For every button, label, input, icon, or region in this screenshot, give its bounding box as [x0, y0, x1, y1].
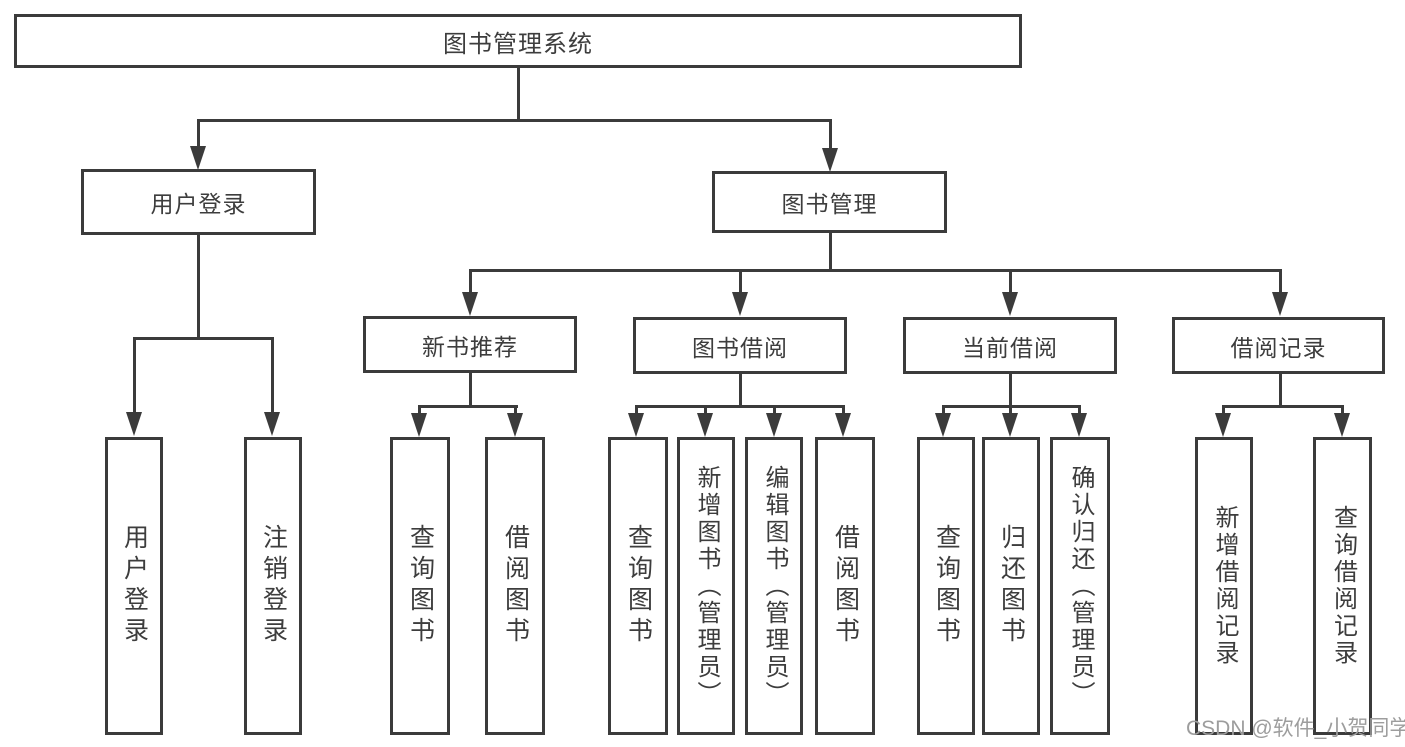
- leaf-label: 注销登录: [259, 524, 288, 648]
- connector-line: [773, 405, 776, 414]
- arrow-down: [935, 413, 951, 437]
- arrow-down: [1334, 413, 1350, 437]
- leaf-logout: 注销登录: [244, 437, 302, 735]
- connector-line: [469, 269, 1282, 272]
- leaf-label: 编辑图书（管理员）: [761, 464, 788, 708]
- connector-line: [133, 337, 274, 340]
- arrow-down: [697, 413, 713, 437]
- arrow-down: [1215, 413, 1231, 437]
- arrow-down: [766, 413, 782, 437]
- leaf-add-books-admin: 新增图书（管理员）: [677, 437, 735, 735]
- node-current-borrowing: 当前借阅: [903, 317, 1117, 374]
- node-label: 新书推荐: [422, 333, 518, 360]
- leaf-label: 归还图书: [997, 524, 1026, 648]
- connector-line: [635, 405, 638, 414]
- connector-line: [469, 373, 472, 407]
- arrow-down: [835, 413, 851, 437]
- leaf-query-books-recommend: 查询图书: [390, 437, 450, 735]
- connector-line: [1279, 269, 1282, 293]
- arrow-down: [1002, 413, 1018, 437]
- connector-line: [418, 405, 421, 414]
- connector-line: [704, 405, 707, 414]
- connector-line: [1078, 405, 1081, 414]
- connector-line: [635, 405, 845, 408]
- arrow-down: [462, 292, 478, 316]
- connector-line: [1341, 405, 1344, 414]
- arrow-down: [190, 146, 206, 170]
- arrow-down: [1071, 413, 1087, 437]
- connector-line: [517, 68, 520, 119]
- connector-line: [1279, 373, 1282, 405]
- arrow-down: [126, 412, 142, 436]
- leaf-query-books-borrowing: 查询图书: [608, 437, 668, 735]
- leaf-add-borrow-record: 新增借阅记录: [1195, 437, 1253, 735]
- node-borrowing-records: 借阅记录: [1172, 317, 1385, 374]
- leaf-query-books-current: 查询图书: [917, 437, 975, 735]
- connector-line: [829, 233, 832, 272]
- connector-line: [1222, 405, 1344, 408]
- leaf-label: 借阅图书: [831, 524, 860, 648]
- leaf-user-login: 用户登录: [105, 437, 163, 735]
- node-new-book-recommendation: 新书推荐: [363, 316, 577, 373]
- node-label: 图书借阅: [692, 334, 788, 361]
- leaf-query-borrow-record: 查询借阅记录: [1313, 437, 1372, 735]
- leaf-label: 查询借阅记录: [1329, 505, 1357, 667]
- connector-line: [829, 119, 832, 149]
- node-book-management: 图书管理: [712, 171, 947, 233]
- arrow-down: [822, 148, 838, 172]
- node-label: 用户登录: [150, 191, 247, 217]
- node-label: 图书管理: [781, 191, 878, 217]
- node-label: 当前借阅: [962, 334, 1058, 361]
- connector-line: [739, 374, 742, 405]
- arrow-down: [1002, 292, 1018, 316]
- connector-line: [271, 337, 274, 413]
- connector-line: [197, 119, 200, 147]
- connector-line: [133, 337, 136, 413]
- connector-line: [1009, 405, 1012, 414]
- arrow-down: [507, 413, 523, 437]
- leaf-label: 查询图书: [932, 524, 961, 648]
- node-label: 借阅记录: [1230, 334, 1327, 361]
- arrow-down: [1272, 292, 1288, 316]
- connector-line: [942, 405, 945, 414]
- leaf-borrow-books-recommend: 借阅图书: [485, 437, 545, 735]
- arrow-down: [411, 413, 427, 437]
- node-book-borrowing: 图书借阅: [633, 317, 847, 374]
- leaf-label: 查询图书: [624, 524, 653, 648]
- leaf-return-books: 归还图书: [982, 437, 1040, 735]
- connector-line: [1222, 405, 1225, 414]
- connector-line: [418, 405, 518, 408]
- leaf-label: 新增借阅记录: [1211, 505, 1238, 667]
- connector-line: [1009, 374, 1012, 405]
- leaf-edit-books-admin: 编辑图书（管理员）: [745, 437, 803, 735]
- connector-line: [842, 405, 845, 414]
- csdn-watermark: CSDN @软件_小贺同学: [1186, 717, 1405, 740]
- leaf-label: 用户登录: [120, 524, 149, 648]
- connector-line: [469, 269, 472, 293]
- leaf-label: 借阅图书: [501, 524, 530, 648]
- node-user-login: 用户登录: [81, 169, 316, 235]
- leaf-borrow-books-borrowing: 借阅图书: [815, 437, 875, 735]
- arrow-down: [264, 412, 280, 436]
- node-label: 图书管理系统: [443, 30, 593, 58]
- connector-line: [197, 234, 200, 337]
- connector-line: [514, 405, 517, 414]
- leaf-label: 新增图书（管理员）: [693, 464, 720, 708]
- connector-line: [197, 119, 832, 122]
- leaf-label: 确认归还（管理员）: [1067, 464, 1094, 708]
- leaf-confirm-return-admin: 确认归还（管理员）: [1050, 437, 1110, 735]
- node-library-management-system: 图书管理系统: [14, 14, 1022, 68]
- leaf-label: 查询图书: [406, 524, 435, 648]
- connector-line: [1009, 269, 1012, 293]
- arrow-down: [628, 413, 644, 437]
- connector-line: [739, 269, 742, 293]
- arrow-down: [732, 292, 748, 316]
